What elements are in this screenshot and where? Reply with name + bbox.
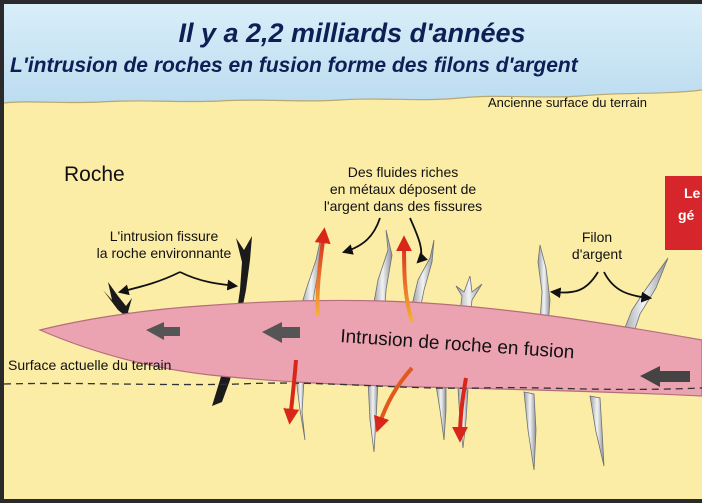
page-title: Il y a 2,2 milliards d'années <box>178 18 525 48</box>
current-surface-label: Surface actuelle du terrain <box>8 357 171 373</box>
old-surface-label: Ancienne surface du terrain <box>488 95 647 110</box>
page-subtitle: L'intrusion de roches en fusion forme de… <box>10 54 579 77</box>
fluids-label-line-1: Des fluides riches <box>348 164 459 180</box>
red-box-line-2: gé <box>678 207 695 223</box>
fluids-label-line-2: en métaux déposent de <box>330 181 477 197</box>
fluids-label-line-3: l'argent dans des fissures <box>324 198 482 214</box>
vein-label-line-2: d'argent <box>572 246 622 262</box>
intrusion-cracks-label-line-1: L'intrusion fissure <box>110 228 219 244</box>
vein-label-line-1: Filon <box>582 229 612 245</box>
red-box-line-1: Le <box>684 185 701 201</box>
intrusion-cracks-label-line-2: la roche environnante <box>97 245 232 261</box>
rock-label: Roche <box>64 163 125 186</box>
